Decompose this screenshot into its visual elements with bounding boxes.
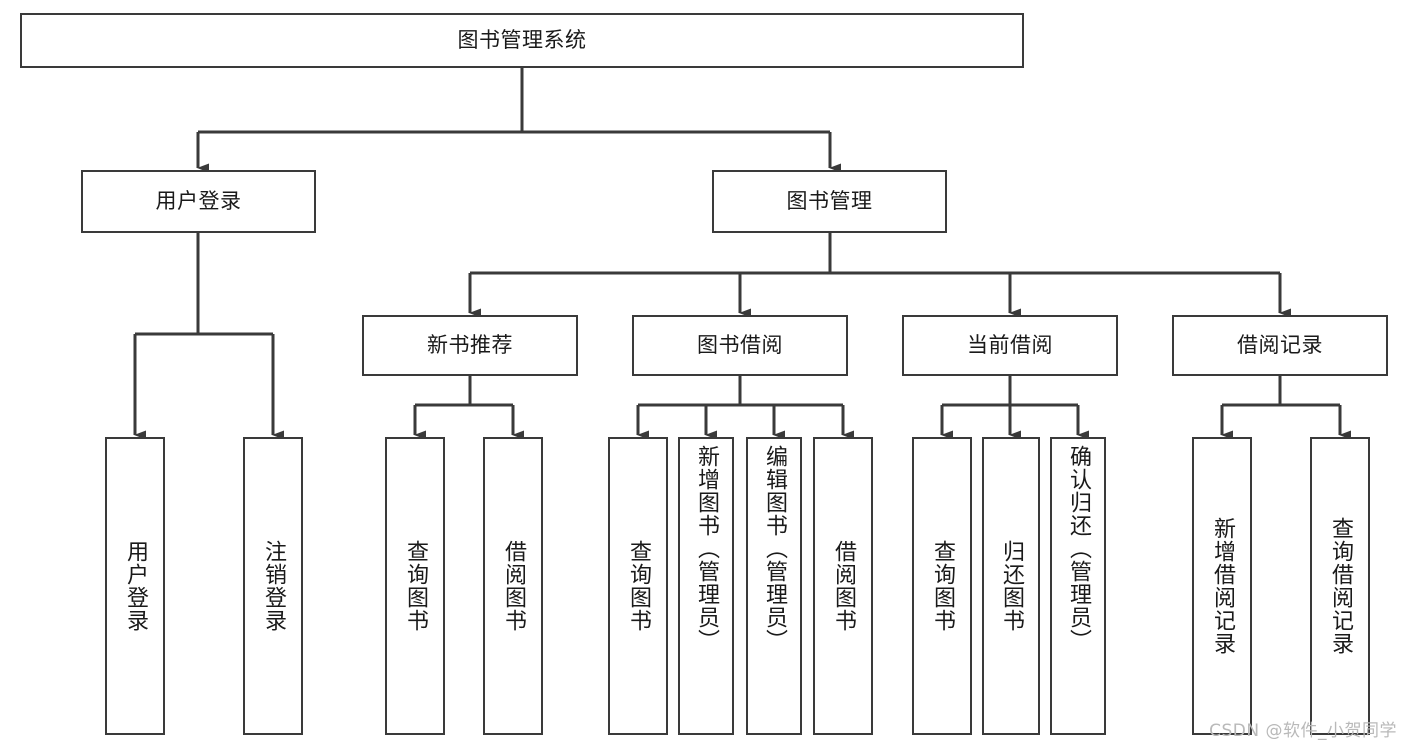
node-root-label: 图书管理系统 — [457, 28, 587, 53]
node-leaf-confirm-return-label: 确认归还（管理员） — [1066, 445, 1091, 652]
node-leaf-borrow-book-2[interactable]: 借阅图书 — [813, 437, 873, 735]
node-leaf-query-record-label: 查询借阅记录 — [1328, 517, 1353, 655]
node-leaf-logout[interactable]: 注销登录 — [243, 437, 303, 735]
node-leaf-edit-book[interactable]: 编辑图书（管理员） — [746, 437, 802, 735]
node-leaf-query-book-1[interactable]: 查询图书 — [385, 437, 445, 735]
node-leaf-edit-book-label: 编辑图书（管理员） — [762, 445, 787, 652]
node-leaf-logout-label: 注销登录 — [261, 540, 286, 632]
node-user-login-label: 用户登录 — [155, 189, 242, 214]
node-leaf-add-record-label: 新增借阅记录 — [1210, 517, 1235, 655]
node-leaf-add-book-label: 新增图书（管理员） — [694, 445, 719, 652]
node-borrow-record-label: 借阅记录 — [1237, 333, 1323, 358]
node-leaf-query-book-3-label: 查询图书 — [930, 540, 955, 632]
node-current-borrow[interactable]: 当前借阅 — [902, 315, 1118, 376]
node-book-borrow-label: 图书借阅 — [697, 333, 783, 358]
node-leaf-borrow-book-1-label: 借阅图书 — [501, 540, 526, 632]
node-leaf-borrow-book-1[interactable]: 借阅图书 — [483, 437, 543, 735]
node-leaf-user-login[interactable]: 用户登录 — [105, 437, 165, 735]
node-leaf-return-book[interactable]: 归还图书 — [982, 437, 1040, 735]
node-leaf-query-book-1-label: 查询图书 — [403, 540, 428, 632]
node-leaf-query-book-2[interactable]: 查询图书 — [608, 437, 668, 735]
node-leaf-return-book-label: 归还图书 — [999, 540, 1024, 632]
node-leaf-add-book[interactable]: 新增图书（管理员） — [678, 437, 734, 735]
node-leaf-query-book-2-label: 查询图书 — [626, 540, 651, 632]
watermark-text: CSDN @软件_小贺同学 — [1209, 721, 1397, 741]
node-user-login[interactable]: 用户登录 — [81, 170, 316, 233]
node-leaf-confirm-return[interactable]: 确认归还（管理员） — [1050, 437, 1106, 735]
node-leaf-query-record[interactable]: 查询借阅记录 — [1310, 437, 1370, 735]
node-book-manage-label: 图书管理 — [786, 189, 873, 214]
node-book-manage[interactable]: 图书管理 — [712, 170, 947, 233]
node-leaf-query-book-3[interactable]: 查询图书 — [912, 437, 972, 735]
node-book-borrow[interactable]: 图书借阅 — [632, 315, 848, 376]
node-new-book-recommend-label: 新书推荐 — [427, 333, 513, 358]
node-leaf-borrow-book-2-label: 借阅图书 — [831, 540, 856, 632]
node-leaf-user-login-label: 用户登录 — [123, 540, 148, 632]
node-new-book-recommend[interactable]: 新书推荐 — [362, 315, 578, 376]
node-root[interactable]: 图书管理系统 — [20, 13, 1024, 68]
node-current-borrow-label: 当前借阅 — [967, 333, 1053, 358]
node-leaf-add-record[interactable]: 新增借阅记录 — [1192, 437, 1252, 735]
node-borrow-record[interactable]: 借阅记录 — [1172, 315, 1388, 376]
